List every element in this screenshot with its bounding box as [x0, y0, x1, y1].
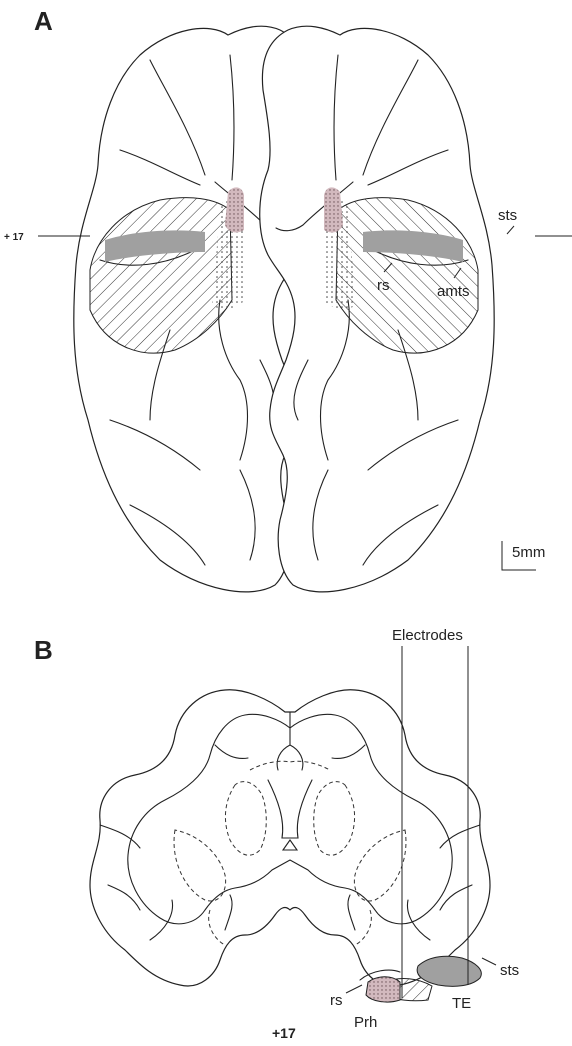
level-marker-label: + 17 [4, 232, 24, 243]
sts-label-b: sts [500, 962, 519, 979]
level-label-b: +17 [272, 1025, 296, 1041]
coronal-section [90, 690, 490, 986]
amts-label-a: amts [437, 283, 470, 300]
scale-bar-label: 5mm [512, 544, 545, 561]
prh-label-b: Prh [354, 1014, 377, 1031]
panel-a-label: A [34, 6, 53, 36]
te-shaded-region [417, 956, 481, 986]
te-label-b: TE [452, 995, 471, 1012]
rs-label-b: rs [330, 992, 343, 1009]
rs-label-a: rs [377, 277, 390, 294]
right-pink-region [324, 187, 343, 232]
prh-pink-region [366, 977, 400, 1002]
sts-arrow-b [482, 958, 496, 965]
sts-arrow-a [507, 226, 514, 234]
sts-label-a: sts [498, 207, 517, 224]
left-pink-region [225, 187, 244, 232]
electrodes-label: Electrodes [392, 627, 463, 644]
panel-b-label: B [34, 635, 53, 665]
rs-arrow-b [346, 985, 362, 993]
